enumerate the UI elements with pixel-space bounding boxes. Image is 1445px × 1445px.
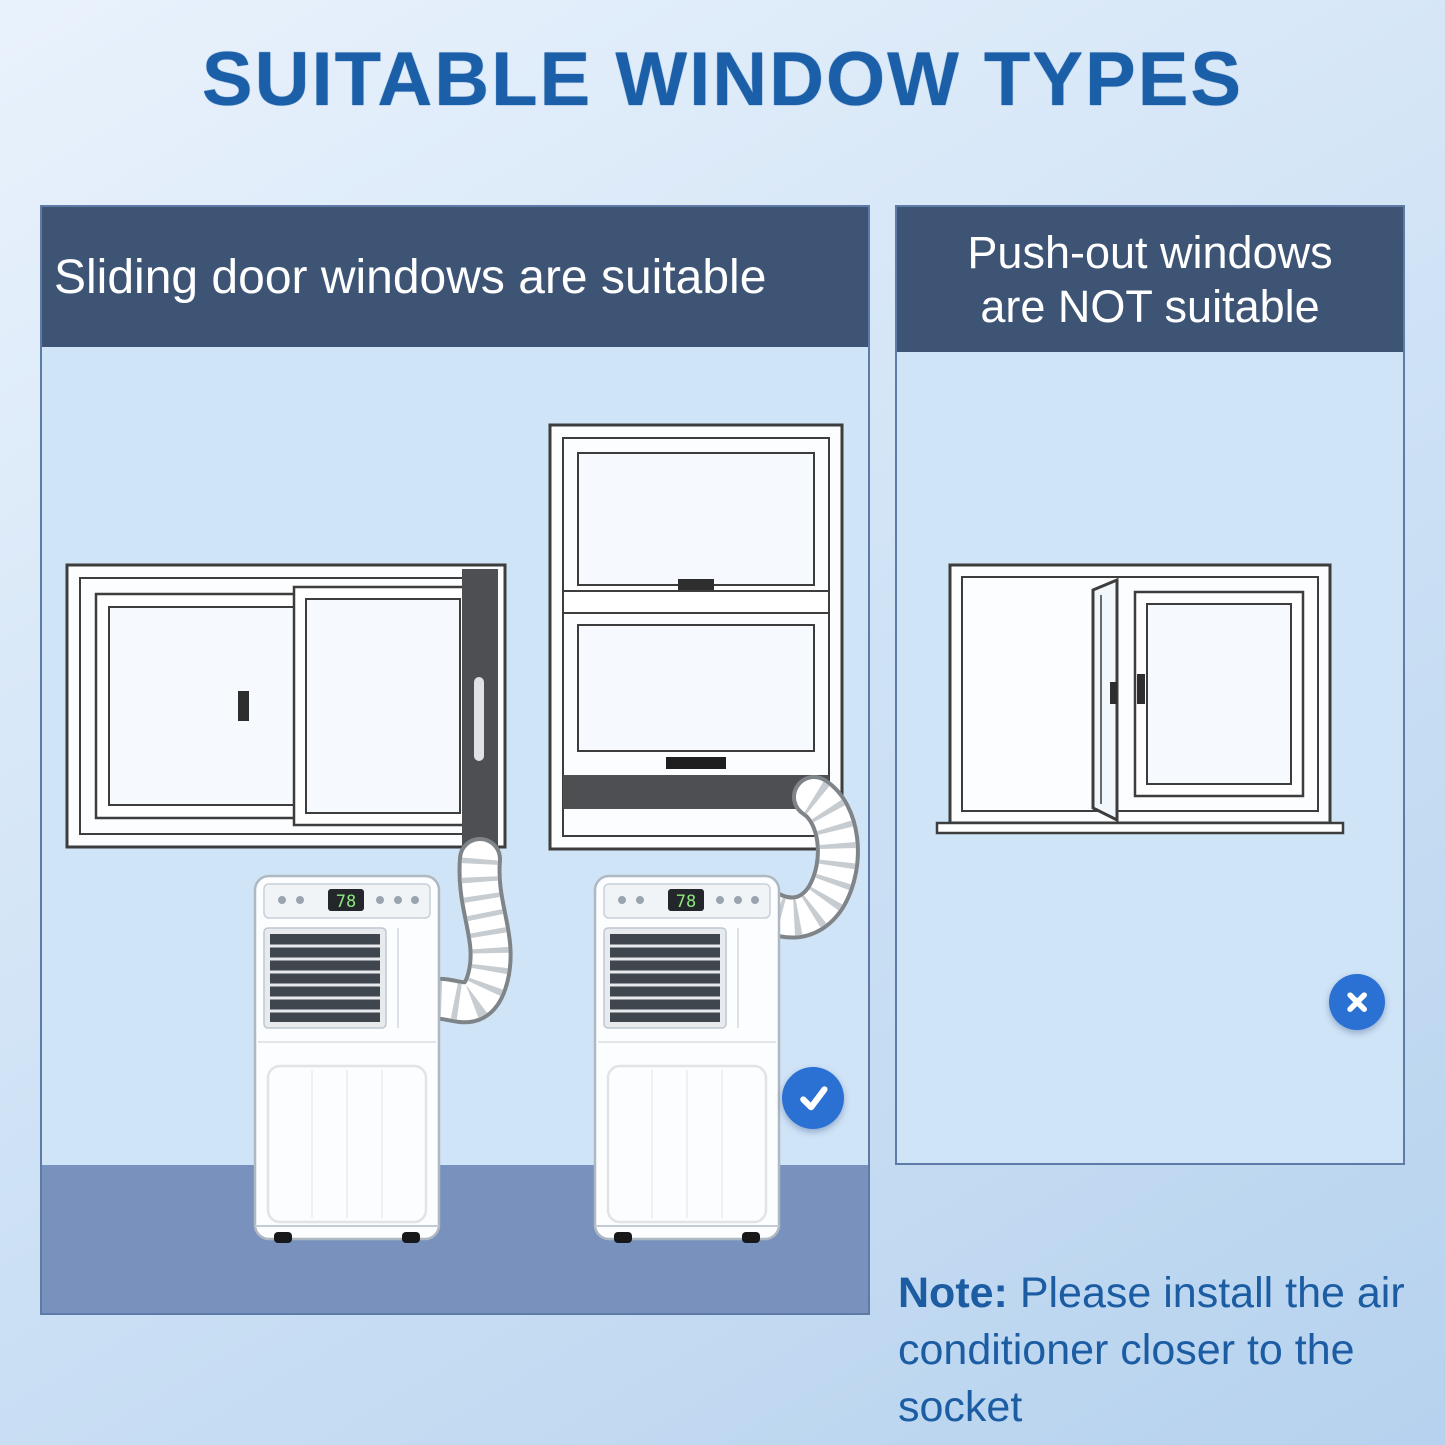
portable-ac-unit-2 xyxy=(593,874,781,1245)
suitable-panel-body: 78 78 xyxy=(42,347,868,1313)
note-label: Note: xyxy=(898,1269,1008,1317)
ac-display-1: 78 xyxy=(336,892,356,912)
not-suitable-header-line1: Push-out windows xyxy=(967,226,1333,278)
check-icon xyxy=(782,1067,844,1129)
sliding-window-illustration xyxy=(65,563,507,865)
window-lift-handle xyxy=(666,757,726,769)
ac-display-2: 78 xyxy=(676,892,696,912)
not-suitable-header-line2: are NOT suitable xyxy=(980,280,1320,332)
window-handle xyxy=(1137,674,1145,704)
portable-ac-unit-1 xyxy=(253,874,441,1245)
window-handle xyxy=(238,691,249,721)
not-suitable-panel-header: Push-out windows are NOT suitable xyxy=(897,207,1403,352)
cross-icon xyxy=(1329,974,1385,1030)
suitable-panel-header: Sliding door windows are suitable xyxy=(42,207,868,347)
note-text: Note: Please install the air conditioner… xyxy=(898,1265,1406,1437)
not-suitable-panel-body xyxy=(897,352,1403,1163)
note-body: Please install the air conditioner close… xyxy=(898,1269,1405,1432)
suitable-panel: Sliding door windows are suitable xyxy=(40,205,870,1315)
window-latch xyxy=(678,579,714,591)
open-pane xyxy=(1091,577,1119,823)
exhaust-hose-right xyxy=(738,775,860,940)
double-hung-window-illustration xyxy=(548,423,844,851)
window-sill xyxy=(935,821,1345,835)
window-seal-plate xyxy=(563,775,829,809)
page-title: SUITABLE WINDOW TYPES xyxy=(201,37,1244,122)
suitable-windows-illustration: 78 78 xyxy=(65,423,860,1245)
push-out-window-illustration xyxy=(935,563,1345,835)
exhaust-hose-left xyxy=(416,837,513,1025)
suitable-header-label: Sliding door windows are suitable xyxy=(54,250,767,304)
not-suitable-panel: Push-out windows are NOT suitable xyxy=(895,205,1405,1165)
